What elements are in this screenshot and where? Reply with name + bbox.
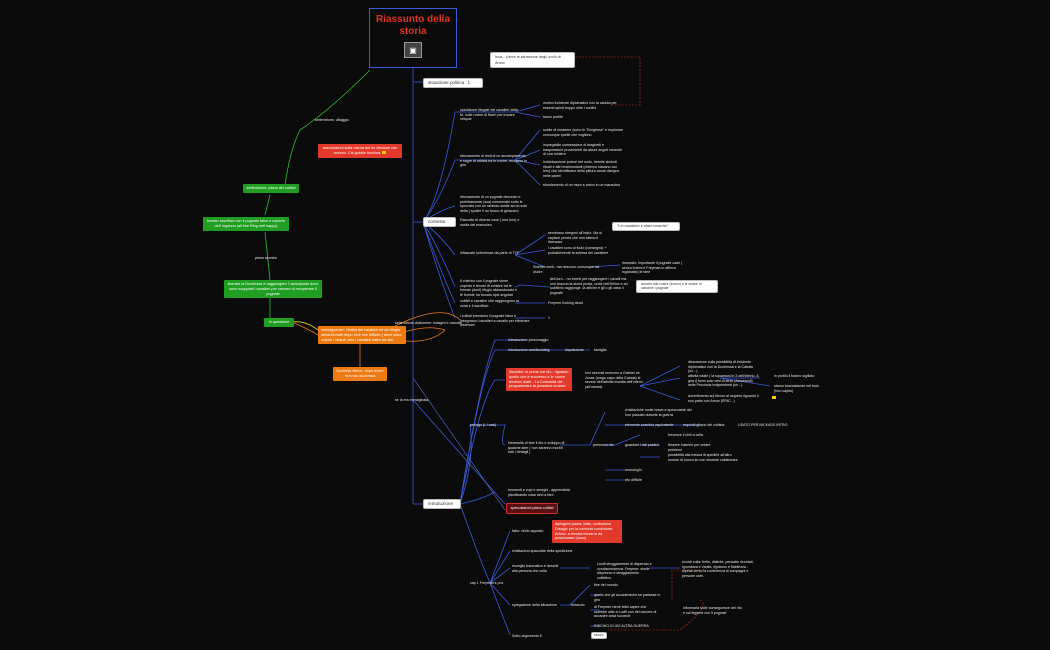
node-possibilita[interactable]: possibilità alla messa di spedirle all'a… bbox=[668, 453, 738, 462]
green-node-sacrificio[interactable]: tentato sacrificio con il pugnale falso … bbox=[203, 217, 289, 231]
node-eventi[interactable]: dell loro... no eventi per raggiungere i… bbox=[550, 277, 628, 295]
node-rito-difficile[interactable]: rito difficile bbox=[625, 478, 642, 482]
green-node-liberare-duchessa[interactable]: liberare la Duchessa e raggiungere l' av… bbox=[224, 280, 322, 299]
node-ricordi[interactable]: ricordi sulla: frelle, distinte, pensati… bbox=[682, 560, 754, 578]
node-monologhi[interactable]: monologhi bbox=[625, 468, 642, 472]
node-discussione[interactable]: discussione sulla possibilità di inciden… bbox=[688, 360, 753, 374]
node-intro-personaggio[interactable]: introduzione personaggio bbox=[508, 338, 549, 342]
red-node-associazioni[interactable]: associazioni sulla natura del fio demone… bbox=[318, 144, 402, 158]
node-sicrensi[interactable]: Ivor sicrensi rececero a Gabriel de Jona… bbox=[585, 371, 643, 389]
node-necessita-rito[interactable]: Necessità di fare il rito e sviluppo di … bbox=[508, 441, 565, 455]
node-spedizione-illegale[interactable]: spedizione illegale dei cavalieri della … bbox=[460, 108, 518, 122]
red-node-dipingere[interactable]: dipingere paura, lotta, confusione. Disa… bbox=[552, 520, 622, 544]
topic-situazione-politica[interactable]: situazione politica 1 bbox=[423, 78, 483, 88]
node-spiegazione[interactable]: spiegazione della situazione bbox=[512, 603, 557, 607]
orange-node-conseguenze[interactable]: conseguenze: i fortini dei cavalieri ed … bbox=[318, 326, 406, 345]
node-sotto-argomento[interactable]: Sotto-argomento 5 bbox=[512, 634, 542, 638]
node-pugnale-falso[interactable]: i cultisti prendono il pugnale falso e i… bbox=[460, 314, 530, 328]
node-fine-mondo[interactable]: fine del mondo bbox=[594, 583, 618, 587]
node-braccialando[interactable]: stamo braccialando nel buio (foro capito… bbox=[774, 384, 819, 393]
node-rivisitazione[interactable]: rivisitazione molte brave e spezzoante d… bbox=[625, 408, 692, 417]
node-swellet-morti[interactable]: Swellet morti.. ma riescono comunque ad … bbox=[533, 265, 599, 274]
topic-contesto[interactable]: contesto bbox=[423, 217, 456, 227]
quote-note[interactable]: "Lei cavaliere è stato smarrito" bbox=[612, 222, 680, 231]
red-node-disordini[interactable]: disordini: le prime ore di L. riguardo q… bbox=[506, 368, 572, 392]
node-tanno-profite[interactable]: tanno profite bbox=[543, 115, 563, 119]
node-permessi-rito[interactable]: permessi rito bbox=[593, 443, 614, 447]
node-frevenze[interactable]: frevenze il chill a cella bbox=[668, 433, 703, 437]
label-settentrione-villaggio: settentrione, villaggio bbox=[315, 118, 349, 122]
root-node[interactable]: Riassunto della storia ▣ bbox=[369, 8, 457, 68]
node-avvertimento[interactable]: avvertimento sul ritrovo al segreto rigu… bbox=[688, 394, 759, 403]
node-requisiti[interactable]: requisiti gliazzi del cultista bbox=[683, 423, 725, 427]
node-informarla[interactable]: Informarla sulle conseguenze del rito e … bbox=[683, 606, 742, 615]
node-pugnale-decorato[interactable]: ritrovamento di un pugnale decorato e pe… bbox=[460, 195, 528, 213]
topic-introduzione[interactable]: introduzione bbox=[423, 499, 461, 509]
node-one[interactable]: 1 bbox=[548, 316, 550, 320]
flag-icon bbox=[382, 151, 387, 155]
node-tessere[interactable]: tessere insieme per creare problemi bbox=[668, 443, 711, 452]
node-inquisizione[interactable]: inquisizione bbox=[565, 348, 584, 352]
node-stregoni[interactable]: sembrano stregoni all'inizio. Ma si capi… bbox=[548, 231, 602, 245]
node-draghetti[interactable]: impiegabile connessione di draghetti e t… bbox=[543, 143, 622, 157]
node-miracolo[interactable]: miracolo bbox=[571, 603, 585, 607]
root-title: Riassunto della storia bbox=[376, 14, 450, 37]
label-immaginata: se la era immaginata bbox=[395, 398, 429, 402]
node-attivita-totale[interactable]: attività totale ( la squamosi in 3 dell'… bbox=[688, 374, 759, 388]
note-accorte[interactable]: accorte alle vostre (Irveno) e le ordine… bbox=[636, 280, 718, 293]
node-freymer-capire[interactable]: di Freymer viene fatto capire che sarebb… bbox=[594, 605, 657, 619]
node-scambio[interactable]: elemento scambio equivalente bbox=[625, 423, 674, 427]
label-primo-scontro: primo scontro bbox=[255, 256, 277, 260]
top-note[interactable]: Isca... (dove le situazione degli occhi … bbox=[490, 52, 575, 68]
node-scelte-rimanere[interactable]: scelte di rimanere (sono in "Borghese" e… bbox=[543, 128, 624, 137]
node-individuazione[interactable]: individuazione potere nel ruolo, tremite… bbox=[543, 160, 620, 178]
node-cavalieri-fuoio[interactable]: i cavalieri sono al fuoio (consegna) + p… bbox=[548, 246, 609, 255]
flag-icon bbox=[772, 396, 776, 399]
node-rivisitazioni[interactable]: rivisitazioni spacciate della spedizione bbox=[512, 549, 573, 553]
node-lati-positivi[interactable]: guardare i lati positivi bbox=[625, 443, 659, 447]
node-accademiche[interactable]: quello che gli accademiche se parlasse i… bbox=[594, 593, 661, 602]
node-rischio-guerra[interactable]: RISCHIO DI UN' ALTRA GUERRA bbox=[594, 624, 649, 628]
node-fodero[interactable]: in profilo il fodero sigillato bbox=[774, 374, 815, 378]
node-ritrovamento-resti[interactable]: ritrovamento di resti di un accampamento… bbox=[460, 154, 527, 168]
node-usato[interactable]: USATO PER NICKASS INTRO bbox=[738, 423, 788, 427]
node-cultisti-cavalieri[interactable]: cultisti e cavalieri che raggiungono la … bbox=[460, 299, 519, 308]
node-intro-worldbuilding[interactable]: introduzione worldbuilding bbox=[508, 348, 550, 352]
node-infiascate[interactable]: infiascate sottoriesse da parte di TYF bbox=[460, 251, 520, 255]
node-chierico[interactable]: Il chierico con il pugnale viene coperto… bbox=[460, 279, 517, 297]
node-cap1[interactable]: cap 1 Freyman's pov bbox=[470, 581, 504, 585]
green-node-piano-cultisti[interactable]: settentrione: piano dei cultisti bbox=[243, 184, 299, 193]
node-speculazioni[interactable]: speculazioni piano cultisti bbox=[506, 503, 558, 514]
node-lucifi[interactable]: Lucifi stroggiamento di disperato e cond… bbox=[597, 562, 652, 580]
node-rinomato[interactable]: rinomato: importante il pugnale cade ( s… bbox=[622, 261, 683, 275]
green-node-in-questione[interactable]: in questione bbox=[264, 318, 294, 327]
node-famiglia[interactable]: famiglia bbox=[594, 348, 607, 352]
node-sfondamento[interactable]: sfondamento di un muro e arrivo in un ma… bbox=[543, 183, 621, 187]
node-sicuro[interactable]: sicuro bbox=[591, 632, 607, 639]
image-icon: ▣ bbox=[404, 42, 422, 58]
node-prologo[interactable]: prologo (L'i casi) bbox=[470, 423, 497, 427]
node-freymer-dead[interactable]: Freymer fucking dead bbox=[548, 301, 583, 305]
orange-node-duchess[interactable]: Duchess ritiene, dopo avere ricevuto duc… bbox=[333, 367, 387, 381]
node-incidente-diplomatico[interactable]: molino incidente diplomatico con la cadu… bbox=[543, 101, 617, 110]
count-badge: 1 bbox=[467, 80, 471, 85]
node-risveglio[interactable]: risveglio traumatico e descriti alla per… bbox=[512, 564, 559, 573]
node-momenti[interactable]: momenti e cupi e sereghi , apprendista p… bbox=[508, 488, 570, 497]
node-raccolta[interactable]: Raccolta di diverse cose ( non loro) e u… bbox=[460, 218, 520, 227]
label-indagini: settentrione-duttorome: indagini e racco… bbox=[395, 321, 463, 325]
node-fatto[interactable]: fatto: vedio apposto bbox=[512, 529, 544, 533]
